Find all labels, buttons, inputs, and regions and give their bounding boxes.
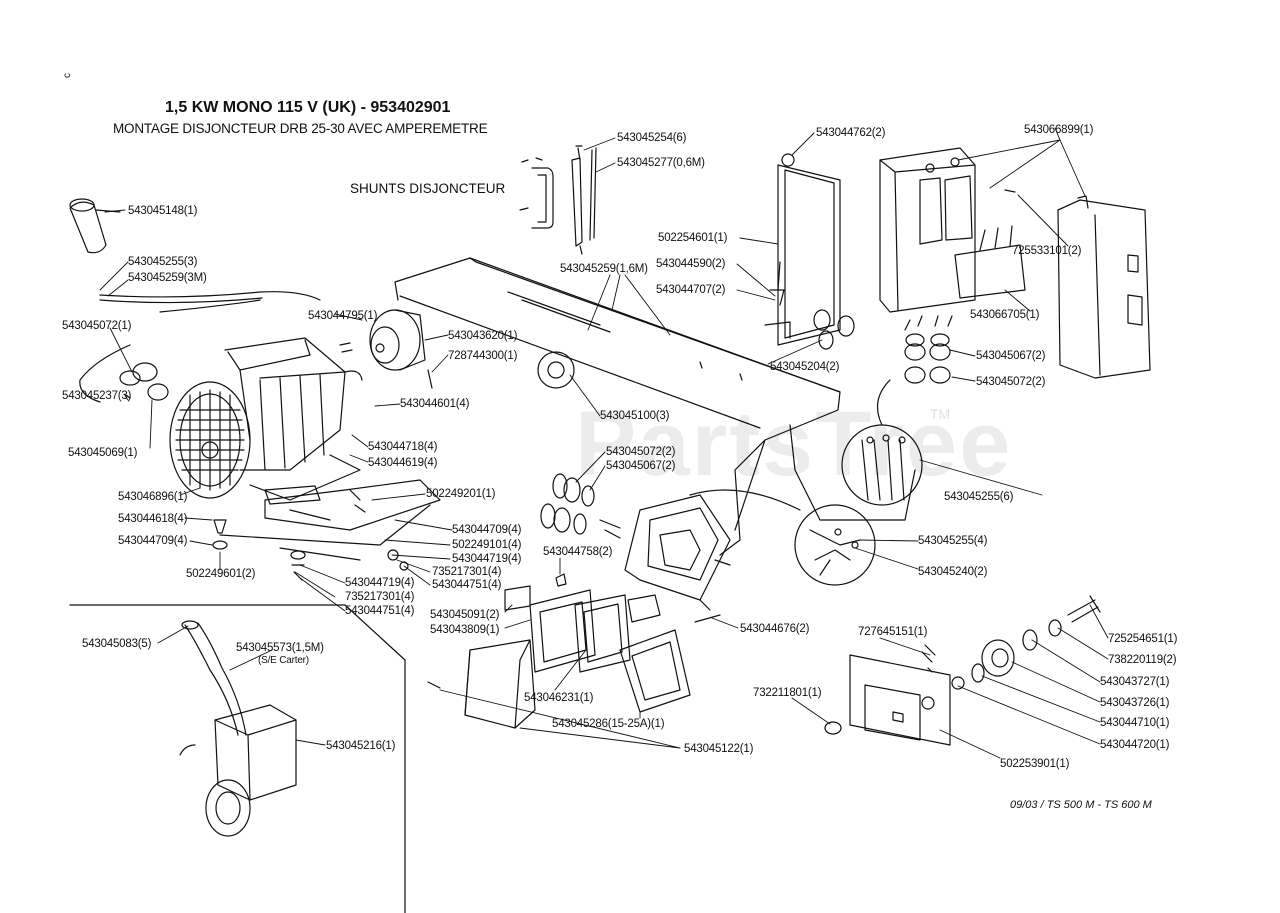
part-label[interactable]: 728744300(1): [448, 350, 518, 362]
watermark: PartsTree: [575, 393, 1013, 495]
terminal-box-drawing: [504, 494, 731, 611]
shunts-drawing: [519, 145, 597, 255]
pulley-drawing: [339, 309, 433, 389]
part-label[interactable]: 543045259(3M): [128, 272, 207, 284]
part-label[interactable]: 735217301(4): [432, 566, 502, 578]
mount-brackets-drawing: [212, 479, 441, 581]
part-label[interactable]: 543044618(4): [118, 513, 188, 525]
diagram-subtitle: MONTAGE DISJONCTEUR DRB 25-30 AVEC AMPER…: [113, 121, 488, 136]
part-label[interactable]: 543044710(1): [1100, 717, 1170, 729]
part-label[interactable]: 543045204(2): [770, 361, 840, 373]
part-label[interactable]: 732211801(1): [753, 687, 822, 699]
glands-left-drawing: [119, 362, 169, 401]
part-label[interactable]: 543066705(1): [970, 309, 1040, 321]
heater-drawing: [179, 620, 297, 837]
part-label[interactable]: 543044709(4): [452, 524, 522, 536]
part-label-hose[interactable]: 543045573(1,5M): [236, 642, 324, 654]
part-label[interactable]: 543045072(2): [606, 446, 676, 458]
breaker-panel-drawing: [764, 153, 855, 350]
diagram-title: 1,5 KW MONO 115 V (UK) - 953402901: [165, 99, 451, 116]
detail-circle-1-drawing: [841, 379, 923, 506]
part-label[interactable]: 543044709(4): [118, 535, 188, 547]
part-label[interactable]: 543043727(1): [1100, 676, 1170, 688]
part-note: (S/E Carter): [258, 655, 309, 666]
part-label-motor[interactable]: 543046896(1): [118, 491, 188, 503]
part-label[interactable]: 543044720(1): [1100, 739, 1170, 751]
part-label[interactable]: 543044676(2): [740, 623, 810, 635]
part-label[interactable]: 543043726(1): [1100, 697, 1170, 709]
part-label[interactable]: 543045255(6): [944, 491, 1014, 503]
part-label[interactable]: 543045122(1): [684, 743, 754, 755]
part-label[interactable]: 543044795(1): [308, 310, 378, 322]
enclosure-drawing: [1057, 195, 1151, 379]
motor-drawing: [169, 337, 363, 505]
glands-right-drawing: [904, 315, 953, 384]
part-label[interactable]: 543046231(1): [524, 692, 594, 704]
part-label[interactable]: 502249101(4): [452, 539, 522, 551]
glands-middle-drawing: [540, 473, 621, 539]
base-plate-drawing: [394, 257, 916, 556]
part-label[interactable]: 543045083(5): [82, 638, 152, 650]
part-label[interactable]: 725254651(1): [1108, 633, 1178, 645]
breaker-block-drawing: [879, 147, 1026, 313]
part-label[interactable]: 543044751(4): [432, 579, 502, 591]
part-label[interactable]: 727645151(1): [858, 626, 928, 638]
detail-circle-2-drawing: [689, 489, 876, 586]
part-label[interactable]: 543045240(2): [918, 566, 988, 578]
part-label[interactable]: 738220119(2): [1108, 654, 1177, 666]
knob-drawing: [69, 198, 121, 254]
section-label-shunts: SHUNTS DISJONCTEUR: [350, 181, 506, 196]
part-label-heater[interactable]: 543045216(1): [326, 740, 396, 752]
part-label-pulley[interactable]: 543043620(1): [448, 330, 518, 342]
part-label[interactable]: 543044751(4): [345, 605, 415, 617]
part-label[interactable]: 543044619(4): [368, 457, 438, 469]
part-label[interactable]: 543045254(6): [617, 132, 687, 144]
part-label[interactable]: 543045237(3): [62, 390, 132, 402]
amperemeter-drawing: [824, 595, 1101, 746]
part-label[interactable]: 543043809(1): [430, 624, 500, 636]
part-label[interactable]: 543045100(3): [600, 410, 670, 422]
inset-border-drawing: [69, 604, 406, 913]
part-label[interactable]: 543044758(2): [543, 546, 613, 558]
gaskets-cover-drawing: [427, 589, 721, 729]
part-label[interactable]: 543045069(1): [68, 447, 138, 459]
part-label[interactable]: 543045255(3): [128, 256, 198, 268]
part-label[interactable]: 543045277(0,6M): [617, 157, 705, 169]
part-label[interactable]: 502254601(1): [658, 232, 728, 244]
watermark-tm: TM: [930, 406, 951, 422]
part-label[interactable]: 543045067(2): [976, 350, 1046, 362]
part-label-amperemeter[interactable]: 502253901(1): [1000, 758, 1070, 770]
part-label[interactable]: 543045259(1,6M): [560, 263, 648, 275]
part-label[interactable]: 543045286(15-25A)(1): [552, 718, 665, 730]
part-label[interactable]: 543045072(2): [976, 376, 1046, 388]
part-label[interactable]: 543044707(2): [656, 284, 726, 296]
part-label[interactable]: 543044719(4): [345, 577, 415, 589]
part-label-knob[interactable]: 543045148(1): [128, 205, 198, 217]
part-label[interactable]: 502249601(2): [186, 568, 256, 580]
part-label[interactable]: 543044590(2): [656, 258, 726, 270]
part-label-breaker[interactable]: 543066899(1): [1024, 124, 1094, 136]
part-label[interactable]: 543044719(4): [452, 553, 522, 565]
part-label[interactable]: 502249201(1): [426, 488, 496, 500]
part-label[interactable]: 543045067(2): [606, 460, 676, 472]
leader-lines: [99, 127, 1109, 759]
part-label[interactable]: 543044762(2): [816, 127, 886, 139]
part-label[interactable]: 543044718(4): [368, 441, 438, 453]
footer-reference: 09/03 / TS 500 M - TS 600 M: [1010, 799, 1152, 811]
part-label[interactable]: 543044601(4): [400, 398, 470, 410]
corner-mark: c: [62, 73, 73, 78]
part-label[interactable]: 543045091(2): [430, 609, 500, 621]
part-label[interactable]: 543045072(1): [62, 320, 132, 332]
part-label[interactable]: 735217301(4): [345, 591, 415, 603]
part-label[interactable]: 725533101(2): [1012, 245, 1082, 257]
cable-drawing: [79, 291, 321, 403]
part-label[interactable]: 543045255(4): [918, 535, 988, 547]
